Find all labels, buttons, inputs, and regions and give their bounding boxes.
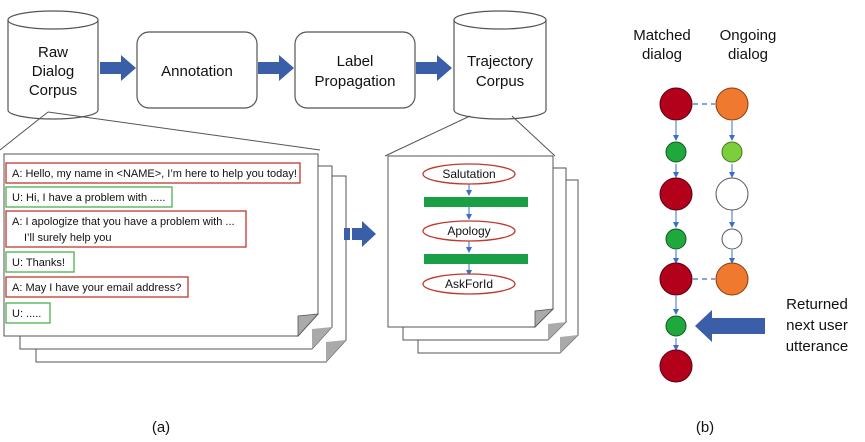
trajectory-node-salutation: Salutation [422, 163, 516, 185]
matched-agent-node-4 [659, 349, 693, 383]
caption-a: (a) [152, 419, 170, 436]
ongoing-user-node-1 [721, 141, 743, 163]
ongoing-user-node-2 [721, 228, 743, 250]
raw-corpus-zoom-lines [0, 111, 321, 151]
trajectory-bar-2 [424, 254, 528, 264]
dialog-line-agent-1: A: Hello, my name in <NAME>, I’m here to… [5, 162, 301, 184]
dialog-text-3: A: I apologize that you have a problem w… [12, 216, 235, 228]
label-propagation-box: Label Propagation [294, 31, 416, 109]
caption-b: (b) [696, 419, 714, 436]
trajectory-label-3: AskForId [445, 277, 493, 291]
matched-agent-node-1 [659, 87, 693, 121]
trajectory-label-2: Apology [447, 224, 490, 238]
trajectory-corpus-zoom-lines [384, 115, 556, 157]
raw-corpus-line-2: Dialog [32, 63, 75, 80]
annotation-transfer-arrow [344, 221, 376, 247]
trajectory-corpus-line-1: Trajectory [467, 53, 534, 70]
matched-user-node-2 [665, 228, 687, 250]
trajectory-document-stack: Salutation Apology AskForId [387, 155, 579, 354]
label-propagation-line-2: Propagation [315, 73, 396, 90]
returned-line-1: Returned [786, 296, 848, 313]
matching-links [693, 103, 715, 280]
returned-line-2: next user [786, 317, 848, 334]
raw-corpus-line-3: Corpus [29, 82, 77, 99]
dialog-text-1: A: Hello, my name in <NAME>, I’m here to… [12, 168, 297, 180]
annotation-box: Annotation [136, 31, 258, 109]
ongoing-agent-node-2 [715, 177, 749, 211]
dialog-line-user-2: U: Thanks! [5, 251, 75, 273]
matched-user-node-3 [665, 315, 687, 337]
dialog-text-2: U: Hi, I have a problem with ..... [12, 192, 165, 204]
ongoing-dialog-line-1: Ongoing [720, 27, 777, 44]
pipeline-arrow-1 [100, 55, 136, 81]
trajectory-label-1: Salutation [442, 167, 495, 181]
dialog-line-agent-2: A: I apologize that you have a problem w… [5, 210, 247, 248]
ongoing-agent-node-3 [715, 262, 749, 296]
dialog-text-6: U: ..... [12, 308, 41, 320]
dialog-line-agent-3: A: May I have your email address? [5, 276, 189, 298]
pipeline-arrow-3 [416, 55, 452, 81]
matched-dialog-line-2: dialog [642, 46, 682, 63]
pipeline-arrow-2 [258, 55, 294, 81]
annotation-label: Annotation [161, 63, 233, 80]
matched-agent-node-3 [659, 262, 693, 296]
label-propagation-line-1: Label [337, 53, 374, 70]
matched-dialog-line-1: Matched [633, 27, 691, 44]
raw-corpus-line-1: Raw [38, 44, 68, 61]
dialog-text-5: A: May I have your email address? [12, 282, 181, 294]
ongoing-dialog-line-2: dialog [728, 46, 768, 63]
matched-agent-node-2 [659, 177, 693, 211]
matched-user-node-1 [665, 141, 687, 163]
trajectory-corpus-cylinder: Trajectory Corpus [453, 10, 547, 120]
raw-dialog-corpus-cylinder: Raw Dialog Corpus [7, 10, 99, 120]
dialog-text-4: U: Thanks! [12, 257, 65, 269]
dialog-text-3b: I’ll surely help you [24, 232, 111, 244]
returned-utterance-arrow [695, 310, 765, 342]
trajectory-bar-1 [424, 197, 528, 207]
dialog-line-user-1: U: Hi, I have a problem with ..... [5, 186, 173, 208]
trajectory-corpus-line-2: Corpus [476, 73, 524, 90]
trajectory-node-apology: Apology [422, 220, 516, 242]
returned-line-3: utterance [786, 338, 849, 355]
trajectory-node-askforid: AskForId [422, 273, 516, 295]
dialog-line-user-3: U: ..... [5, 302, 51, 324]
dialog-document-stack: A: Hello, my name in <NAME>, I’m here to… [3, 153, 347, 363]
ongoing-agent-node-1 [715, 87, 749, 121]
